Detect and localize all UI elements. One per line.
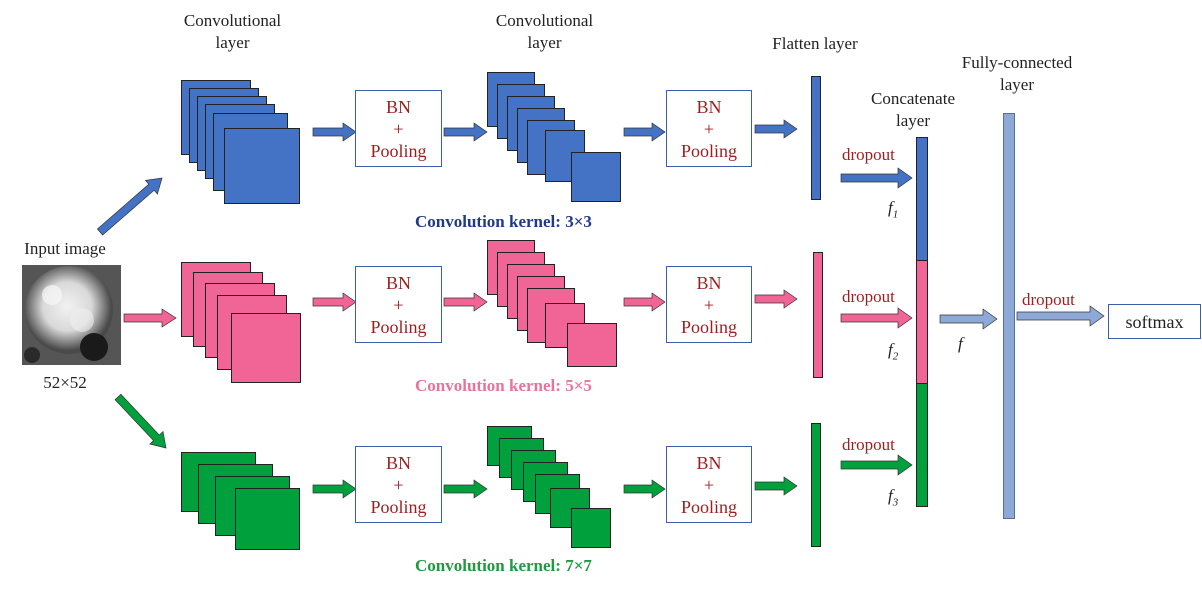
bn-pooling-box-1b: BN + Pooling: [666, 90, 752, 167]
arrow-bn-to-flatten-green: [754, 476, 798, 496]
fully-connected-layer-header: Fully-connected layer: [961, 53, 1073, 94]
bn-pooling-box-2a: BN + Pooling: [355, 266, 442, 343]
arrow-bn-to-flatten-pink: [754, 289, 798, 309]
arrow-dropout-green: [840, 454, 913, 476]
bn-pooling-box-3a: BN + Pooling: [355, 446, 442, 523]
arrow-input-to-pink: [123, 308, 177, 328]
arrow-conv2-to-bn-pink: [623, 292, 666, 312]
kernel-label-5x5: Convolution kernel: 5×5: [415, 376, 592, 395]
arrow-concat-to-fc: [939, 308, 998, 330]
flatten-bar-pink: [813, 252, 823, 378]
arrow-bn-to-flatten-blue: [754, 119, 798, 139]
conv-layer-1-header: Convolutional layer: [183, 11, 282, 52]
arrow-conv1-to-bn-green: [312, 479, 357, 499]
bn-pooling-box-1a: BN + Pooling: [355, 90, 442, 167]
f3-label: f3: [888, 486, 899, 509]
softmax-box: softmax: [1108, 304, 1201, 339]
arrow-bn-to-conv2-pink: [443, 292, 488, 312]
flatten-bar-green: [811, 423, 821, 547]
conv-layer-2-header: Convolutional layer: [495, 11, 594, 52]
dropout-label-2: dropout: [842, 287, 895, 306]
input-image-header: Input image: [24, 239, 106, 258]
fully-connected-bar: [1003, 113, 1015, 519]
arrow-input-to-blue: [96, 177, 163, 236]
input-image: [22, 265, 121, 365]
flatten-bar-blue: [811, 76, 821, 200]
dropout-label-1: dropout: [842, 145, 895, 164]
kernel-label-3x3: Convolution kernel: 3×3: [415, 212, 592, 231]
f-concat-label: f: [958, 334, 963, 353]
flatten-layer-header: Flatten layer: [772, 34, 858, 53]
f1-label: f1: [888, 198, 899, 221]
arrow-dropout-blue: [840, 167, 913, 189]
kernel-label-7x7: Convolution kernel: 7×7: [415, 556, 592, 575]
arrow-conv2-to-bn-blue: [623, 122, 666, 142]
input-size-label: 52×52: [43, 373, 87, 392]
arrow-fc-to-softmax: [1016, 305, 1105, 327]
dropout-label-3: dropout: [842, 435, 895, 454]
concatenate-layer-header: Concatenate layer: [870, 89, 955, 130]
dropout-label-final: dropout: [1022, 290, 1075, 309]
arrow-conv1-to-bn-pink: [312, 292, 357, 312]
arrow-bn-to-conv2-blue: [443, 122, 488, 142]
arrow-bn-to-conv2-green: [443, 479, 488, 499]
arrow-conv2-to-bn-green: [623, 479, 666, 499]
arrow-conv1-to-bn-blue: [312, 122, 357, 142]
arrow-input-to-green: [114, 393, 167, 449]
arrow-dropout-pink: [840, 307, 913, 329]
bn-pooling-box-2b: BN + Pooling: [666, 266, 752, 343]
bn-pooling-box-3b: BN + Pooling: [666, 446, 752, 523]
f2-label: f2: [888, 340, 899, 363]
